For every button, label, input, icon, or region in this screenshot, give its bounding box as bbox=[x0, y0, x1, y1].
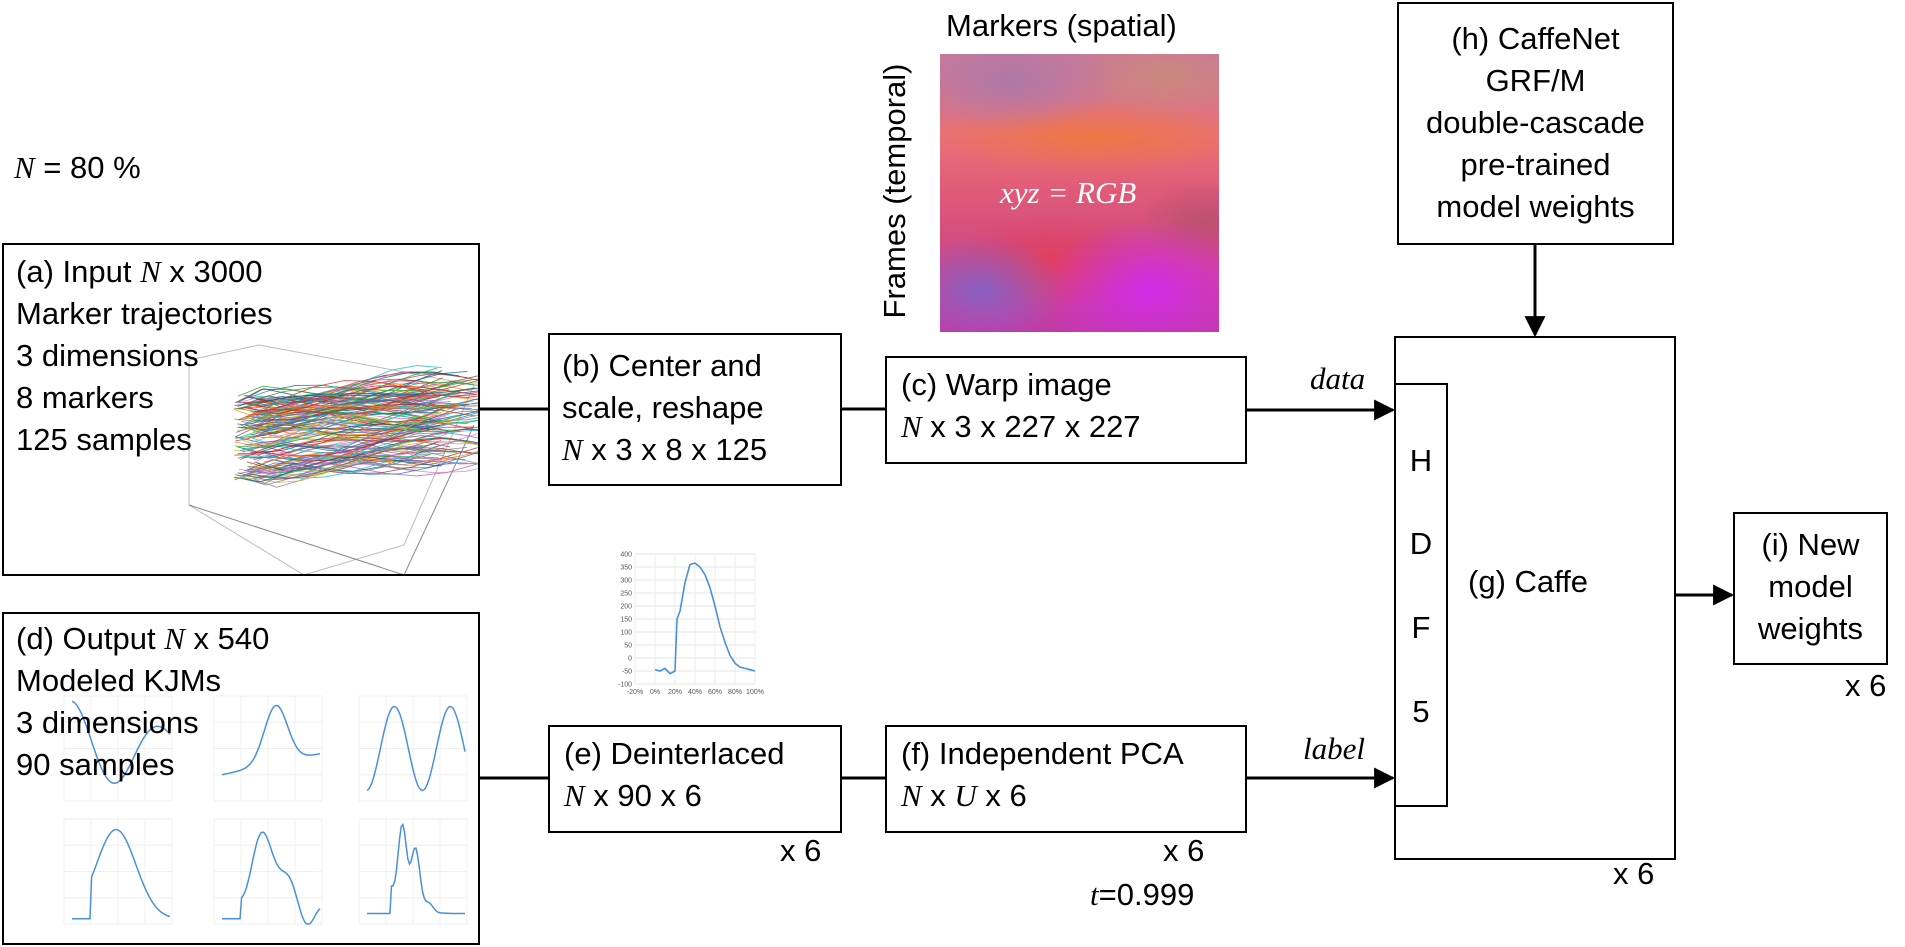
box-d-title: (d) Output N x 540 bbox=[16, 621, 270, 656]
box-a-line-4: 125 samples bbox=[16, 422, 192, 457]
box-h-line-1: (h) CaffeNet bbox=[1451, 21, 1620, 56]
mini-xtick-label: 20% bbox=[668, 689, 682, 696]
box-e-dims: N x 90 x 6 bbox=[564, 778, 702, 813]
n-percentage-label: N = 80 % bbox=[14, 150, 141, 185]
kjm-thumbnail bbox=[358, 695, 468, 802]
kjm-thumbnail bbox=[213, 818, 323, 925]
box-h-line-5: model weights bbox=[1436, 189, 1635, 224]
mini-ytick-label: 50 bbox=[624, 643, 632, 650]
mini-ytick-label: 300 bbox=[620, 578, 632, 585]
hdf5-letter-f: F bbox=[1411, 610, 1431, 645]
mini-ytick-label: 100 bbox=[620, 630, 632, 637]
box-i-line-2: model bbox=[1768, 569, 1853, 604]
box-c-warp-image: (c) Warp image N x 3 x 227 x 227 bbox=[885, 356, 1247, 464]
mini-xtick-label: 100% bbox=[746, 689, 764, 696]
kjm-thumbnail-line bbox=[71, 700, 171, 785]
box-d-output: (d) Output N x 540 Modeled KJMs 3 dimens… bbox=[2, 612, 480, 945]
box-a-input: (a) Input N x 3000 Marker trajectories 3… bbox=[2, 243, 480, 576]
box-b-center-scale: (b) Center and scale, reshape N x 3 x 8 … bbox=[548, 333, 842, 486]
box-c-dims: N x 3 x 227 x 227 bbox=[901, 409, 1141, 444]
image-inner-label: xyz = RGB bbox=[1000, 175, 1137, 210]
mini-ytick-label: 0 bbox=[628, 656, 632, 663]
mini-ytick-label: -100 bbox=[618, 682, 632, 689]
box-f-independent-pca: (f) Independent PCA N x U x 6 bbox=[885, 725, 1247, 833]
mini-ytick-label: 250 bbox=[620, 591, 632, 598]
kjm-thumbnail bbox=[63, 695, 173, 802]
mini-xtick-label: 80% bbox=[728, 689, 742, 696]
box-a-line-1: Marker trajectories bbox=[16, 296, 273, 331]
mini-xtick-label: 0% bbox=[650, 689, 660, 696]
mini-ytick-label: 400 bbox=[620, 552, 632, 559]
kjm-thumbnail-line bbox=[221, 704, 321, 776]
box-c-title: (c) Warp image bbox=[901, 367, 1112, 402]
trajectory-cloud-illustration bbox=[188, 344, 478, 574]
box-b-line-2: scale, reshape bbox=[562, 390, 764, 425]
box-h-line-3: double-cascade bbox=[1426, 105, 1645, 140]
box-g-multiplier: x 6 bbox=[1613, 856, 1655, 891]
box-b-dims: N x 3 x 8 x 125 bbox=[562, 432, 768, 467]
image-top-label: Markers (spatial) bbox=[946, 8, 1177, 43]
kjm-thumbnail bbox=[63, 818, 173, 925]
box-e-deinterlaced: (e) Deinterlaced N x 90 x 6 bbox=[548, 725, 842, 833]
threshold-label: t=0.999 bbox=[1090, 877, 1195, 912]
box-f-dims: N x U x 6 bbox=[901, 778, 1027, 813]
hdf5-letter-d: D bbox=[1409, 526, 1433, 561]
kjm-thumbnail-line bbox=[366, 705, 466, 792]
mini-ytick-label: 350 bbox=[620, 565, 632, 572]
kjm-small-multiples bbox=[63, 695, 468, 925]
warped-marker-image: xyz = RGB bbox=[940, 54, 1219, 332]
mini-series-line bbox=[654, 562, 756, 675]
box-f-multiplier: x 6 bbox=[1163, 833, 1205, 868]
edge-label-data: data bbox=[1310, 361, 1366, 396]
box-a-title: (a) Input N x 3000 bbox=[16, 254, 263, 289]
box-a-line-3: 8 markers bbox=[16, 380, 154, 415]
hdf5-letter-h: H bbox=[1409, 443, 1433, 478]
kjm-thumbnail-line bbox=[367, 822, 465, 915]
box-b-line-1: (b) Center and bbox=[562, 348, 762, 383]
box-a-line-2: 3 dimensions bbox=[16, 338, 199, 373]
box-i-line-1: (i) New bbox=[1761, 527, 1860, 562]
mini-xtick-label: 60% bbox=[708, 689, 722, 696]
box-d-line-3: 90 samples bbox=[16, 747, 175, 782]
kjm-thumbnail bbox=[213, 695, 323, 802]
box-f-title: (f) Independent PCA bbox=[901, 736, 1184, 771]
mini-kjm-chart: 400 350 300 250 200 150 100 50 0 -50 -100-20% 0% 20%… bbox=[618, 552, 764, 697]
box-i-multiplier: x 6 bbox=[1845, 668, 1887, 703]
kjm-thumbnail-line bbox=[72, 828, 171, 920]
box-d-line-1: Modeled KJMs bbox=[16, 663, 222, 698]
mini-xtick-label: 40% bbox=[688, 689, 702, 696]
box-h-line-2: GRF/M bbox=[1485, 63, 1586, 98]
hdf5-box: H D F 5 bbox=[1394, 383, 1448, 807]
kjm-thumbnail-line bbox=[222, 831, 321, 925]
box-d-line-2: 3 dimensions bbox=[16, 705, 199, 740]
mini-ytick-label: -50 bbox=[622, 669, 632, 676]
box-h-caffenet-weights: (h) CaffeNet GRF/M double-cascade pre-tr… bbox=[1397, 2, 1674, 245]
hdf5-letter-5: 5 bbox=[1412, 694, 1430, 729]
mini-ytick-label: 200 bbox=[620, 604, 632, 611]
mini-xtick-label: -20% bbox=[627, 689, 643, 696]
box-e-multiplier: x 6 bbox=[780, 833, 822, 868]
box-h-line-4: pre-trained bbox=[1460, 147, 1611, 182]
kjm-thumbnail bbox=[358, 818, 468, 925]
trajectory-lines bbox=[233, 365, 478, 488]
box-i-new-weights: (i) New model weights bbox=[1733, 512, 1888, 665]
box-g-title: (g) Caffe bbox=[1468, 564, 1589, 599]
box-e-title: (e) Deinterlaced bbox=[564, 736, 785, 771]
edge-label-label: label bbox=[1303, 731, 1365, 766]
box-i-line-3: weights bbox=[1757, 611, 1864, 646]
mini-ytick-label: 150 bbox=[620, 617, 632, 624]
